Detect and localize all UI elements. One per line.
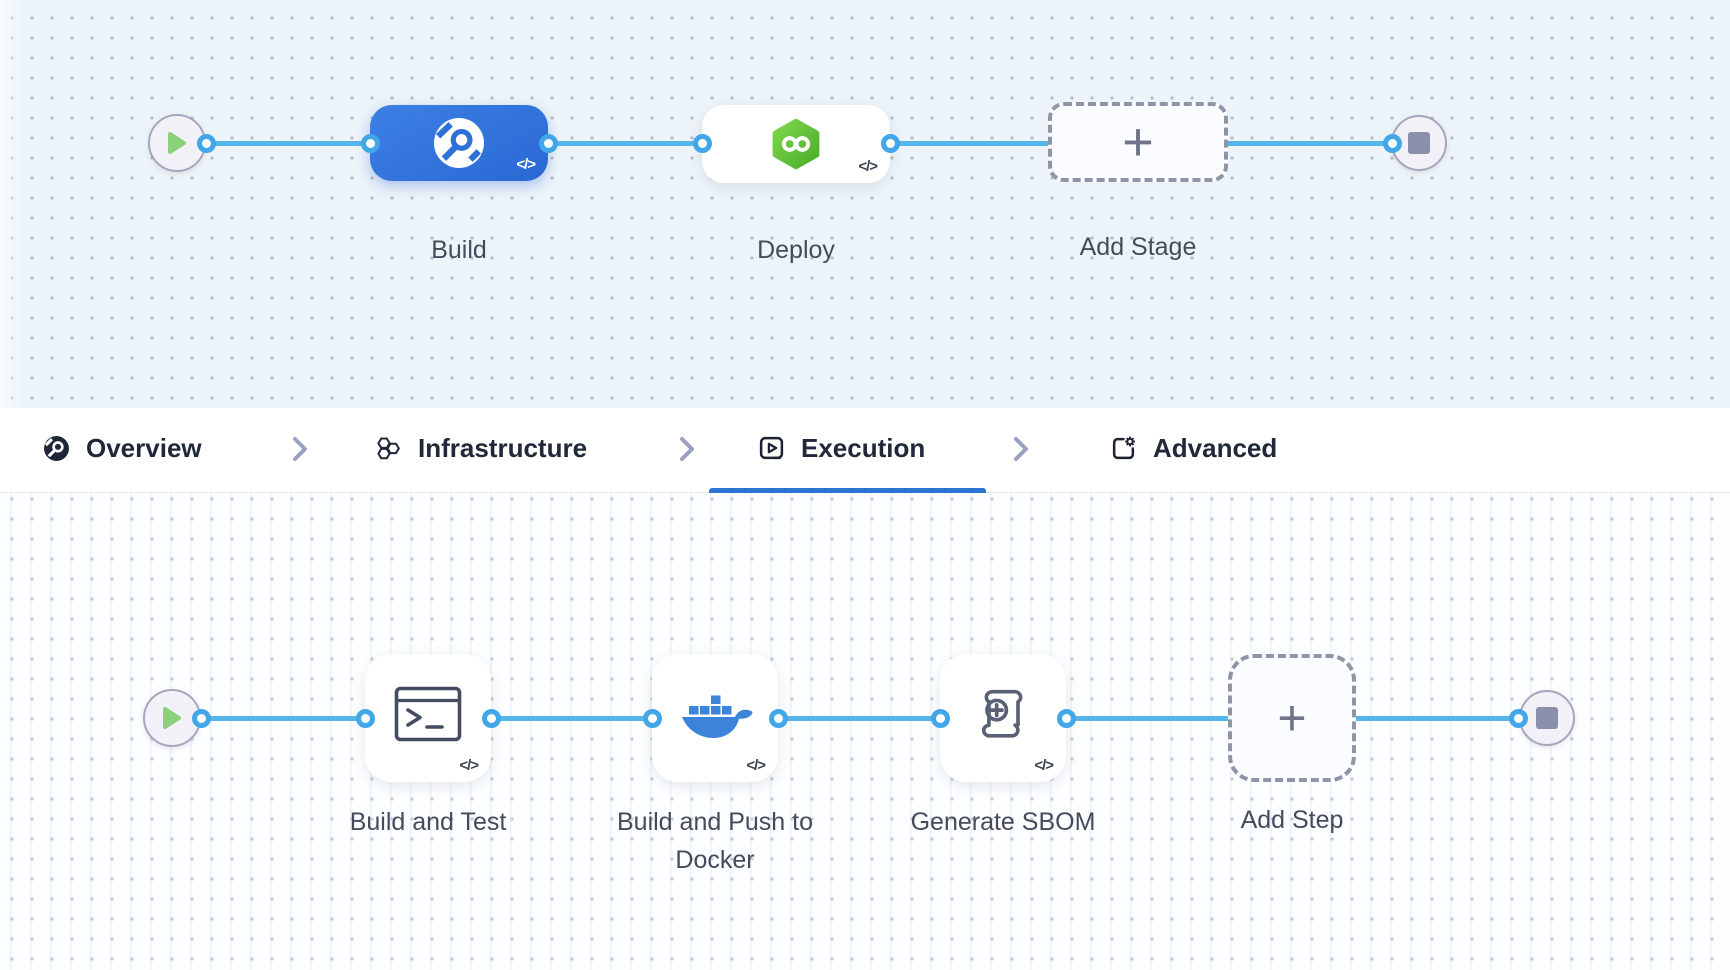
step-flow-start-node bbox=[143, 689, 201, 747]
code-view-badge: </> bbox=[858, 158, 878, 175]
stage-label: Add Stage bbox=[1079, 233, 1197, 261]
tab-overview[interactable]: Overview bbox=[43, 408, 202, 488]
tab-label: Infrastructure bbox=[418, 432, 588, 463]
tab-advanced[interactable]: Advanced bbox=[1110, 408, 1277, 488]
connector-dot bbox=[1383, 134, 1402, 153]
connector-dot bbox=[769, 709, 788, 728]
sbom-scroll-icon bbox=[981, 689, 1023, 738]
connector-dot bbox=[693, 134, 712, 153]
docker-icon bbox=[682, 695, 753, 738]
step-node-docker[interactable]: </> bbox=[652, 654, 778, 782]
breadcrumb-chevron-icon bbox=[680, 437, 694, 461]
stop-icon bbox=[1536, 707, 1558, 729]
add-stage-button[interactable]: + bbox=[1048, 102, 1228, 182]
connector-dot bbox=[539, 134, 558, 153]
play-icon bbox=[168, 132, 186, 154]
stage-canvas[interactable]: </> Build </> Deploy + Ad bbox=[0, 0, 1730, 408]
advanced-icon bbox=[1112, 436, 1135, 459]
active-tab-underline bbox=[709, 488, 986, 493]
tab-label: Execution bbox=[801, 432, 926, 463]
code-view-badge: </> bbox=[746, 757, 766, 774]
connector-dot bbox=[643, 709, 662, 728]
code-view-badge: </> bbox=[459, 757, 479, 774]
stage-label: Build bbox=[431, 236, 487, 264]
connector-dot bbox=[356, 709, 375, 728]
breadcrumb-chevron-icon bbox=[1014, 437, 1028, 461]
tab-label: Advanced bbox=[1153, 432, 1278, 463]
step-edge-line bbox=[201, 716, 1518, 721]
step-flow-end-node bbox=[1519, 690, 1575, 746]
connector-dot bbox=[1057, 709, 1076, 728]
connector-dot bbox=[192, 709, 211, 728]
tab-infrastructure[interactable]: Infrastructure bbox=[375, 408, 587, 488]
step-label: Build and Push to Docker bbox=[617, 808, 813, 874]
execution-step-canvas[interactable]: </> Build and Test </> Build and Push to… bbox=[0, 493, 1730, 970]
pipeline-start-node bbox=[148, 114, 206, 172]
stop-icon bbox=[1408, 132, 1430, 154]
infrastructure-icon bbox=[377, 437, 400, 459]
stage-node-build[interactable]: </> bbox=[370, 105, 548, 181]
connector-dot bbox=[197, 134, 216, 153]
connector-dot bbox=[361, 134, 380, 153]
connector-dot bbox=[881, 134, 900, 153]
terminal-icon bbox=[394, 686, 462, 742]
connector-dot bbox=[482, 709, 501, 728]
tab-label: Overview bbox=[86, 432, 202, 463]
connector-dot bbox=[1509, 709, 1528, 728]
connector-dot bbox=[931, 709, 950, 728]
breadcrumb-chevron-icon bbox=[293, 437, 307, 461]
pipeline-end-node bbox=[1391, 115, 1447, 171]
stage-label: Deploy bbox=[757, 236, 835, 264]
code-view-badge: </> bbox=[1034, 757, 1054, 774]
execution-icon bbox=[759, 436, 784, 459]
stage-tab-bar: Overview Infrastructure bbox=[0, 408, 1730, 493]
play-icon bbox=[163, 707, 181, 729]
add-step-button[interactable]: + bbox=[1228, 654, 1356, 782]
step-label: Generate SBOM bbox=[910, 808, 1096, 836]
cd-deploy-icon bbox=[772, 118, 820, 170]
step-label: Build and Test bbox=[349, 808, 507, 836]
tab-execution[interactable]: Execution bbox=[758, 408, 925, 488]
step-label: Add Step bbox=[1240, 806, 1344, 834]
overview-icon bbox=[44, 435, 69, 461]
ci-build-icon bbox=[434, 118, 484, 168]
stage-node-deploy[interactable]: </> bbox=[702, 105, 890, 183]
step-node-build-and-test[interactable]: </> bbox=[365, 654, 491, 782]
step-node-generate-sbom[interactable]: </> bbox=[940, 654, 1066, 782]
code-view-badge: </> bbox=[516, 156, 536, 173]
